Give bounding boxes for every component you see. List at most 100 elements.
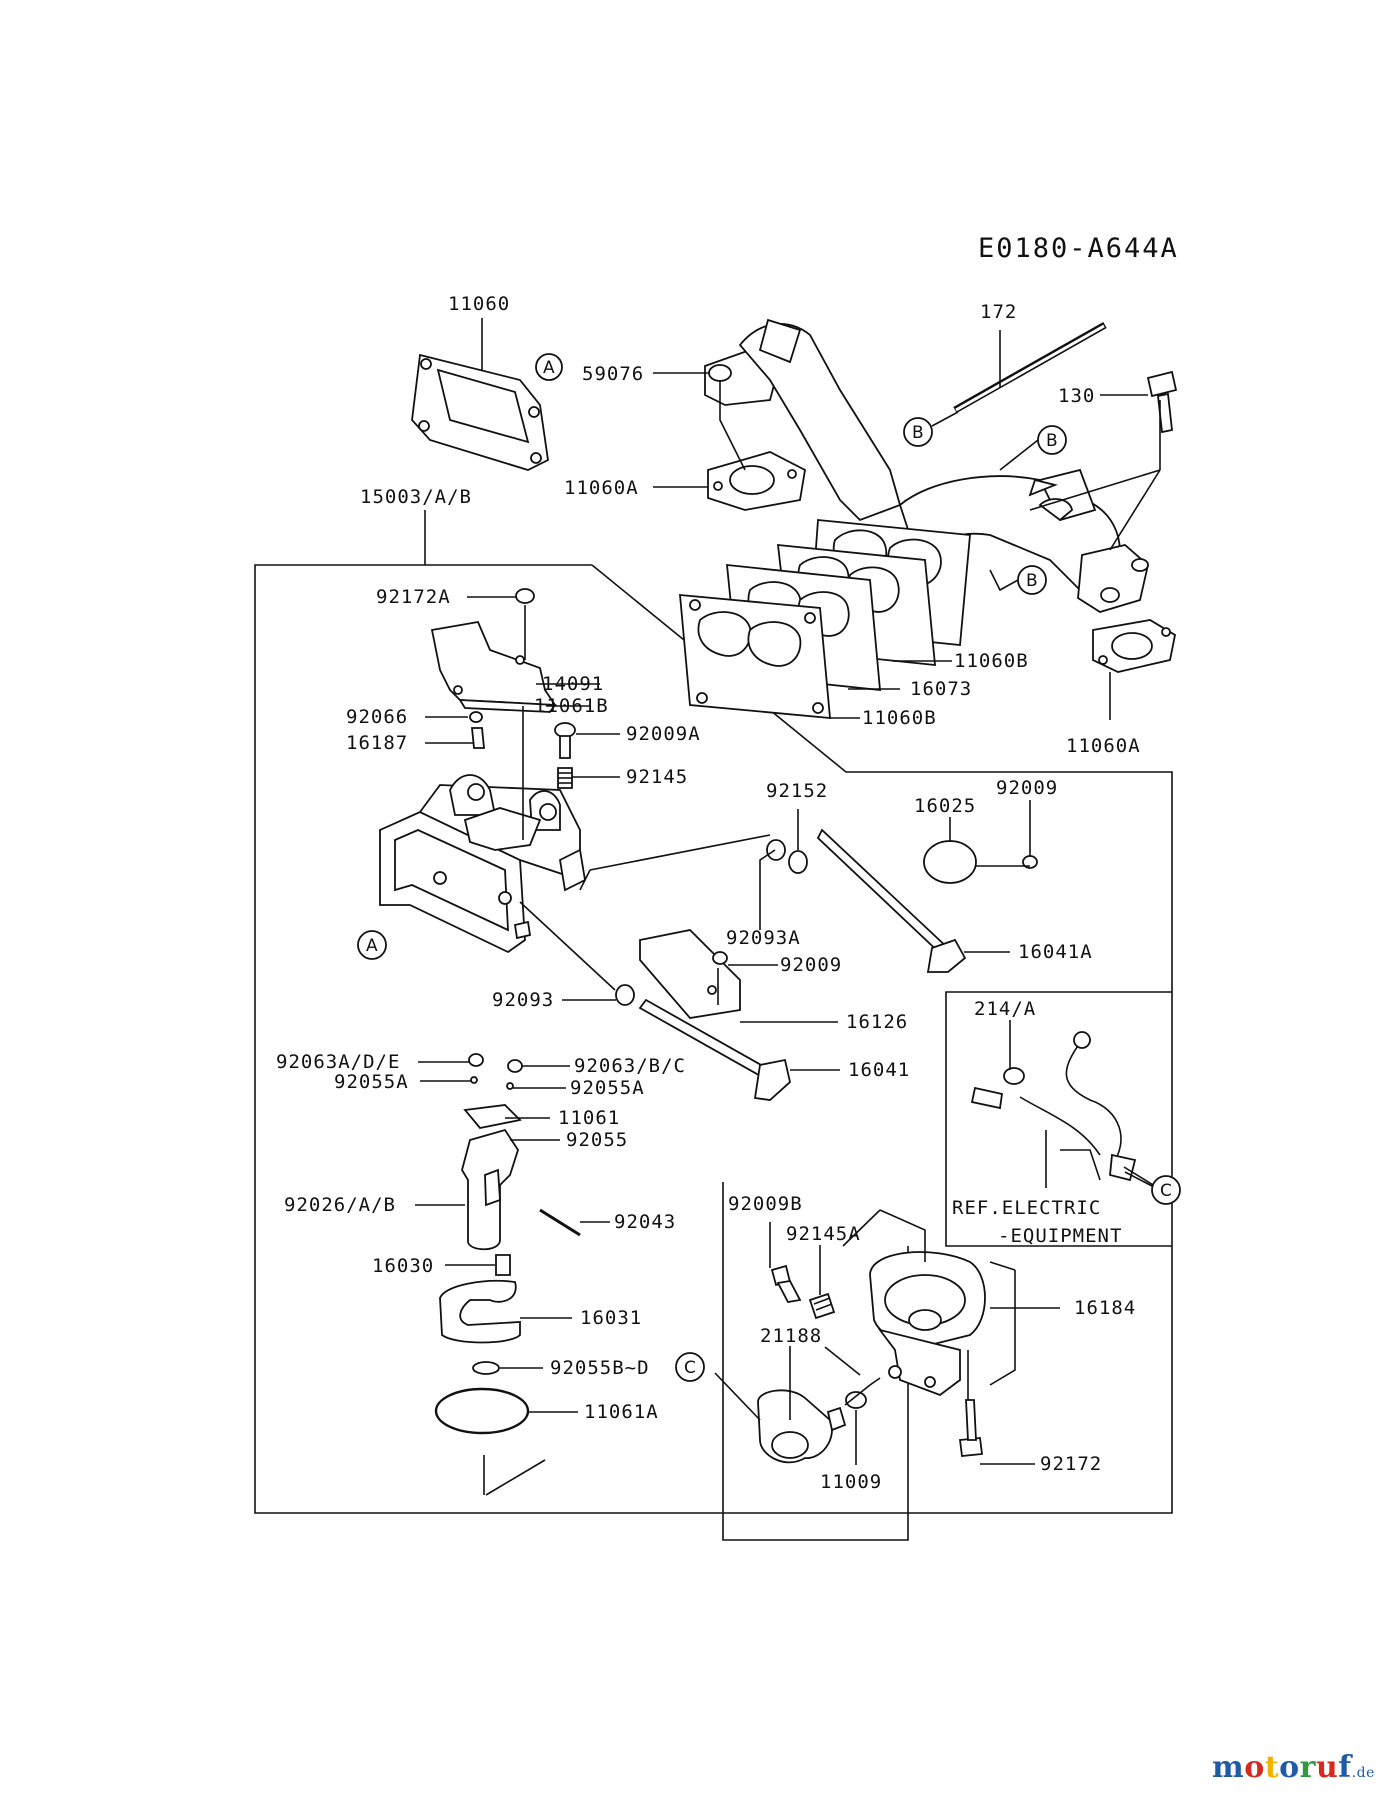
label-11061A: 11061A — [584, 1401, 659, 1423]
label-92009-top: 92009 — [996, 777, 1058, 799]
seal-92093A — [766, 839, 786, 861]
pin-92043 — [539, 1208, 581, 1237]
brand-letter: f — [1338, 1750, 1352, 1785]
label-16041A: 16041A — [1018, 941, 1093, 963]
label-130: 130 — [1058, 385, 1095, 407]
jet-92063ADE — [468, 1053, 484, 1067]
label-92066: 92066 — [346, 706, 408, 728]
label-92026: 92026/A/B — [284, 1194, 396, 1216]
svg-text:C: C — [1160, 1181, 1172, 1201]
float-bowl-16031 — [439, 1279, 521, 1344]
label-92145: 92145 — [626, 766, 688, 788]
screw-92009A — [554, 722, 576, 759]
plate-14091 — [430, 620, 557, 713]
diagram-code: E0180-A644A — [978, 233, 1179, 264]
brand-letter: m — [1212, 1750, 1245, 1785]
label-11061: 11061 — [558, 1107, 620, 1129]
oring-92055A-left — [470, 1076, 478, 1084]
oring-92055A-right — [506, 1082, 514, 1090]
gasket-11060B-lower — [679, 594, 831, 719]
label-92055BD: 92055B~D — [550, 1357, 650, 1379]
oring-92055BD — [472, 1361, 500, 1375]
leader-lines — [415, 318, 1161, 1496]
callout-B-right: B — [1037, 425, 1067, 455]
label-92043: 92043 — [614, 1211, 676, 1233]
label-16030: 16030 — [372, 1255, 434, 1277]
brand-letter: u — [1315, 1750, 1339, 1785]
spring-92145 — [557, 767, 573, 789]
washer-11009 — [845, 1391, 867, 1409]
label-16187: 16187 — [346, 732, 408, 754]
label-11060A-top: 11060A — [564, 477, 639, 499]
label-equipment: -EQUIPMENT — [998, 1225, 1122, 1247]
svg-text:B: B — [1046, 431, 1058, 451]
gasket-11060 — [411, 353, 549, 471]
label-92009-mid: 92009 — [780, 954, 842, 976]
jet-16187 — [471, 727, 485, 749]
solenoid-body-92026 — [461, 1128, 519, 1251]
screw-92172A — [515, 588, 535, 604]
label-11060A-right: 11060A — [1066, 735, 1141, 757]
assembly-box-16184 — [722, 1182, 909, 1541]
brand-letter: o — [1244, 1750, 1265, 1785]
assembly-box-15003 — [254, 564, 1173, 1514]
harness-214A — [970, 1031, 1137, 1182]
label-15003: 15003/A/B — [360, 486, 472, 508]
label-16041: 16041 — [848, 1059, 910, 1081]
svg-text:C: C — [684, 1358, 696, 1378]
jet-16030 — [495, 1254, 511, 1276]
screw-92172 — [958, 1399, 984, 1457]
label-172: 172 — [980, 301, 1017, 323]
svg-text:A: A — [366, 936, 378, 956]
label-16025: 16025 — [914, 795, 976, 817]
oring-11061A — [434, 1387, 530, 1435]
label-11061B: 11061B — [534, 695, 609, 717]
part-labels: 11060 59076 172 130 11060A 15003/A/B 921… — [276, 293, 1141, 1493]
plate-16025 — [923, 840, 977, 884]
label-16184: 16184 — [1074, 1297, 1136, 1319]
svg-text:B: B — [1026, 571, 1038, 591]
carb-bowl-16184 — [869, 1251, 986, 1397]
spring-92145A — [808, 1292, 836, 1320]
label-92063ADE: 92063A/D/E — [276, 1051, 400, 1073]
gasket-11060A-left — [707, 451, 806, 511]
seal-92152 — [788, 850, 808, 874]
brand-letter: t — [1264, 1750, 1280, 1785]
label-59076: 59076 — [582, 363, 644, 385]
label-92093A: 92093A — [726, 927, 801, 949]
shaft-16041A — [816, 828, 967, 973]
label-92152: 92152 — [766, 780, 828, 802]
label-11060B-b: 11060B — [862, 707, 937, 729]
svg-text:A: A — [543, 358, 555, 378]
label-92009B: 92009B — [728, 1193, 803, 1215]
label-92172A: 92172A — [376, 586, 451, 608]
label-92055A-right: 92055A — [570, 1077, 645, 1099]
label-16031: 16031 — [580, 1307, 642, 1329]
callout-A-top: A — [535, 353, 563, 381]
label-11060B-a: 11060B — [954, 650, 1029, 672]
callout-B-mid: B — [1017, 565, 1047, 595]
callout-C-left: C — [675, 1352, 705, 1382]
label-11009: 11009 — [820, 1471, 882, 1493]
screw-92009B — [770, 1264, 802, 1303]
brand-letter: o — [1279, 1750, 1300, 1785]
gasket-11060A-right — [1092, 619, 1177, 673]
seal-92093 — [615, 984, 635, 1006]
brand-suffix: .de — [1351, 1765, 1375, 1781]
label-214A: 214/A — [974, 998, 1036, 1020]
carburetor-body — [379, 774, 586, 954]
gasket-11061 — [463, 1104, 522, 1129]
label-92055: 92055 — [566, 1129, 628, 1151]
bolt-130 — [1146, 370, 1178, 434]
plate-16126 — [639, 929, 741, 1019]
brand-letter: r — [1299, 1750, 1316, 1785]
label-92009A: 92009A — [626, 723, 701, 745]
label-14091: 14091 — [542, 673, 604, 695]
shaft-16041 — [638, 998, 791, 1101]
label-92172: 92172 — [1040, 1453, 1102, 1475]
label-ref-electric: REF.ELECTRIC — [952, 1197, 1101, 1219]
screw-92009-mid — [712, 951, 728, 965]
label-92063BC: 92063/B/C — [574, 1055, 686, 1077]
plug-92066 — [469, 711, 483, 723]
